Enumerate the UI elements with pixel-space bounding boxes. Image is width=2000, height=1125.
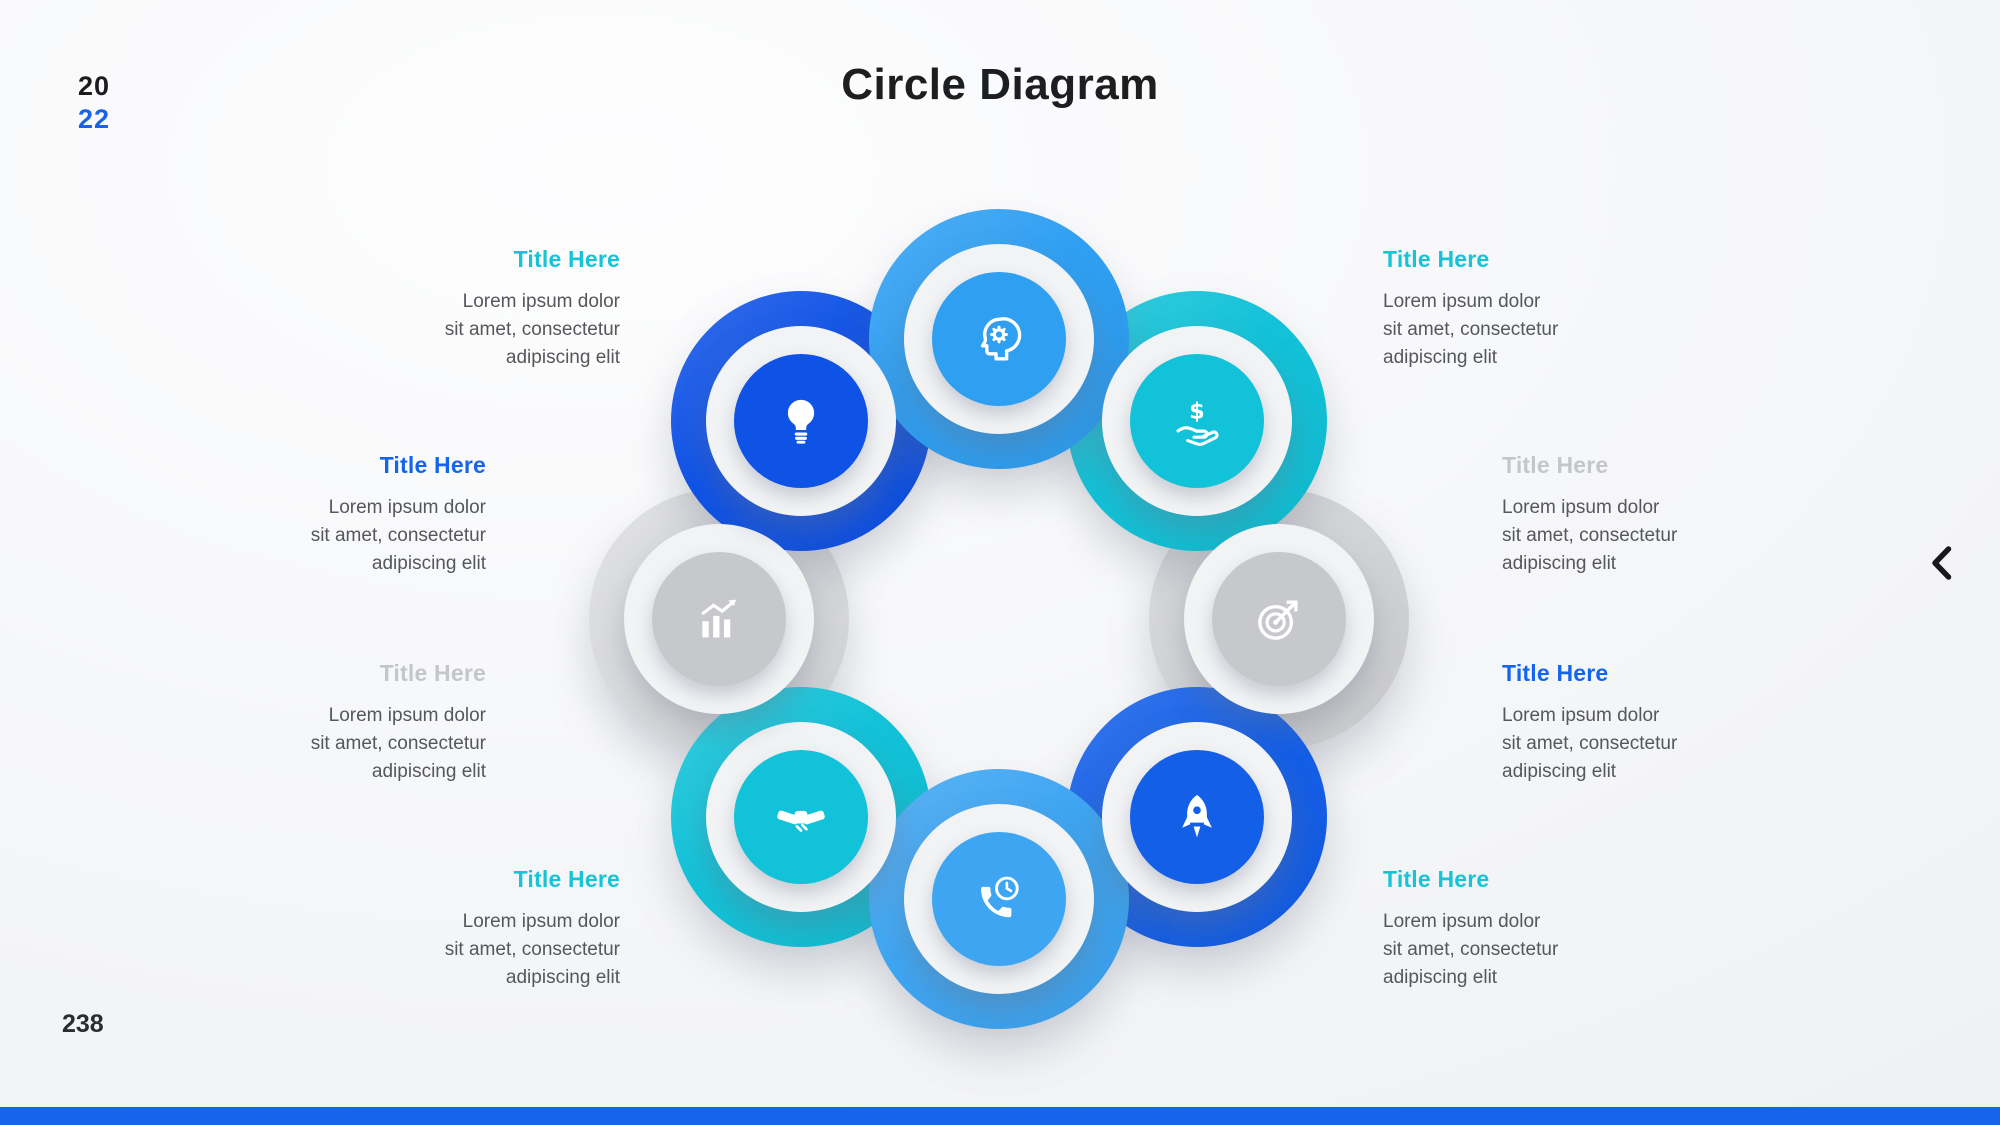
svg-text:$: $ bbox=[1189, 398, 1205, 424]
label-block-right-2: Title Here Lorem ipsum dolor sit amet, c… bbox=[1502, 452, 1832, 578]
money-hand-icon: $ bbox=[1170, 394, 1224, 448]
label-block-left-3: Title Here Lorem ipsum dolor sit amet, c… bbox=[186, 660, 486, 786]
label-title: Title Here bbox=[379, 660, 486, 686]
label-body: Lorem ipsum dolor sit amet, consectetur … bbox=[1502, 705, 1678, 782]
mind-gear-icon bbox=[972, 312, 1026, 366]
year-top: 20 bbox=[78, 71, 111, 101]
bottom-accent-bar bbox=[0, 1107, 2000, 1125]
label-block-left-4: Title Here Lorem ipsum dolor sit amet, c… bbox=[320, 866, 620, 992]
label-title: Title Here bbox=[1383, 246, 1490, 272]
label-body: Lorem ipsum dolor sit amet, consectetur … bbox=[1383, 911, 1559, 988]
diagram-node-top-right: $ bbox=[1102, 326, 1292, 516]
diagram-node-bottom bbox=[904, 804, 1094, 994]
label-block-right-3: Title Here Lorem ipsum dolor sit amet, c… bbox=[1502, 660, 1832, 786]
phone-clock-icon bbox=[972, 872, 1026, 926]
label-title: Title Here bbox=[1383, 866, 1490, 892]
diagram-node-top-left bbox=[706, 326, 896, 516]
diagram-node-right bbox=[1184, 524, 1374, 714]
diagram-node-bottom-left bbox=[706, 722, 896, 912]
label-block-left-2: Title Here Lorem ipsum dolor sit amet, c… bbox=[186, 452, 486, 578]
diagram-node-bottom-right bbox=[1102, 722, 1292, 912]
prev-slide-button[interactable] bbox=[1926, 544, 1956, 584]
label-block-right-4: Title Here Lorem ipsum dolor sit amet, c… bbox=[1383, 866, 1713, 992]
label-title: Title Here bbox=[513, 246, 620, 272]
label-body: Lorem ipsum dolor sit amet, consectetur … bbox=[310, 705, 486, 782]
page-number: 238 bbox=[62, 1010, 104, 1038]
chevron-left-icon bbox=[1928, 545, 1954, 584]
label-block-right-1: Title Here Lorem ipsum dolor sit amet, c… bbox=[1383, 246, 1713, 372]
label-body: Lorem ipsum dolor sit amet, consectetur … bbox=[1383, 291, 1559, 368]
label-title: Title Here bbox=[1502, 660, 1609, 686]
label-body: Lorem ipsum dolor sit amet, consectetur … bbox=[444, 911, 620, 988]
label-body: Lorem ipsum dolor sit amet, consectetur … bbox=[310, 497, 486, 574]
diagram-node-left bbox=[624, 524, 814, 714]
label-body: Lorem ipsum dolor sit amet, consectetur … bbox=[444, 291, 620, 368]
handshake-icon bbox=[774, 790, 828, 844]
label-block-left-1: Title Here Lorem ipsum dolor sit amet, c… bbox=[320, 246, 620, 372]
chart-icon bbox=[692, 592, 746, 646]
year-badge: 20 22 bbox=[78, 70, 110, 136]
label-title: Title Here bbox=[1502, 452, 1609, 478]
page-title: Circle Diagram bbox=[841, 60, 1159, 109]
target-icon bbox=[1252, 592, 1306, 646]
diagram-node-top bbox=[904, 244, 1094, 434]
rocket-icon bbox=[1170, 790, 1224, 844]
label-title: Title Here bbox=[379, 452, 486, 478]
label-body: Lorem ipsum dolor sit amet, consectetur … bbox=[1502, 497, 1678, 574]
bulb-icon bbox=[774, 394, 828, 448]
label-title: Title Here bbox=[513, 866, 620, 892]
year-bottom: 22 bbox=[78, 104, 111, 134]
